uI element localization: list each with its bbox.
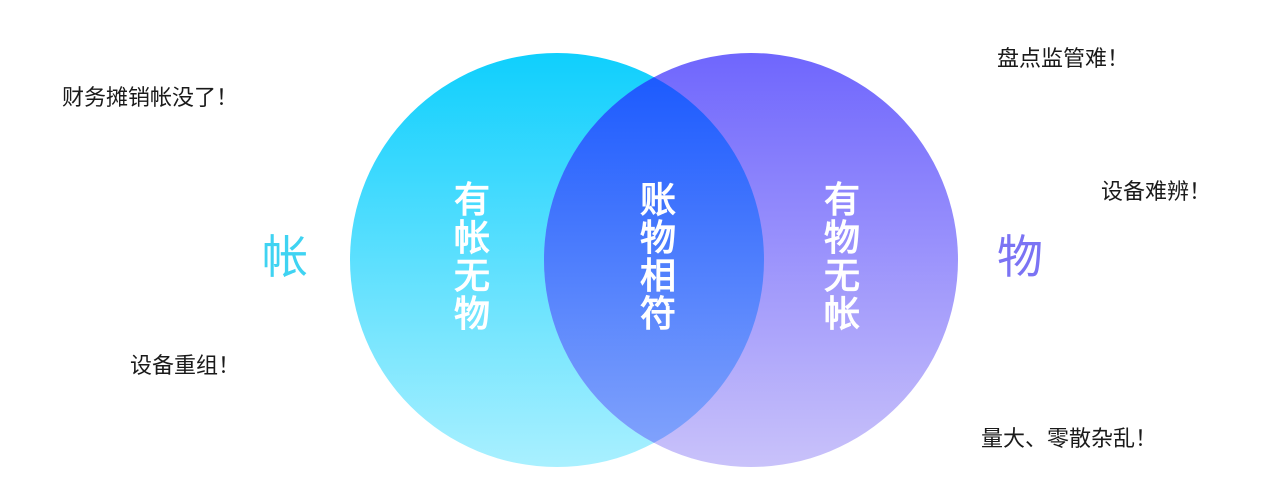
right-note-equipment-identification: 设备难辨！ bbox=[1101, 180, 1212, 205]
right-set-title: 物 bbox=[997, 230, 1043, 284]
left-only-region-label: 有帐无物 bbox=[453, 180, 490, 335]
left-note-financial-amortization: 财务摊销帐没了！ bbox=[62, 86, 239, 111]
right-note-inventory-supervision: 盘点监管难！ bbox=[997, 47, 1130, 72]
left-set-title: 帐 bbox=[262, 230, 308, 284]
intersection-region bbox=[544, 53, 764, 467]
right-only-region-label: 有物无帐 bbox=[823, 180, 860, 335]
left-note-equipment-reorganization: 设备重组！ bbox=[130, 354, 241, 379]
right-note-large-scattered: 量大、零散杂乱！ bbox=[981, 427, 1158, 452]
intersection-region-label: 账物相符 bbox=[639, 180, 676, 335]
